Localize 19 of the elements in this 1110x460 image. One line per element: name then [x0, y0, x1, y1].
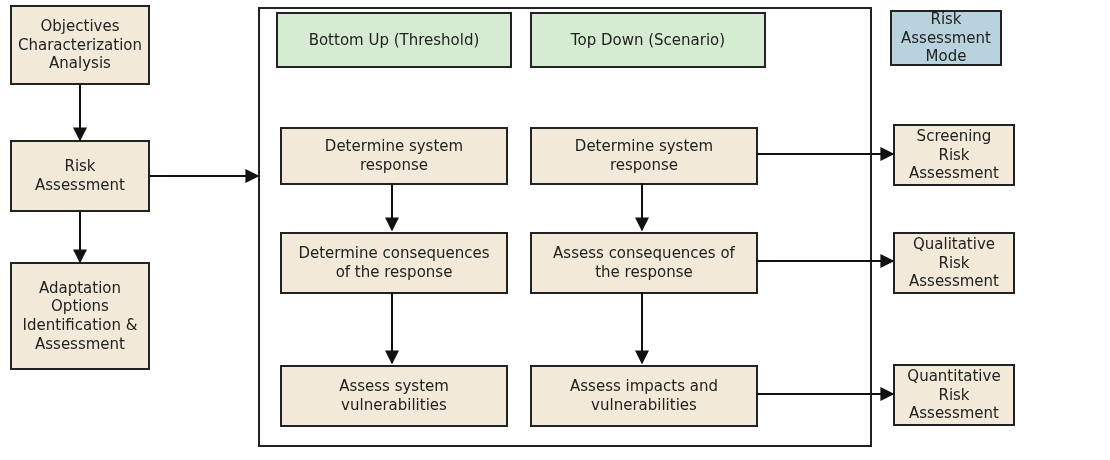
process-box: Determine system response	[530, 127, 758, 185]
process-box: Quantitative Risk Assessment	[893, 364, 1015, 426]
process-box: Assess consequences of the response	[530, 232, 758, 294]
process-box: Assess system vulnerabilities	[280, 365, 508, 427]
header-box: Risk Assessment Mode	[890, 10, 1002, 66]
process-box: Determine consequences of the response	[280, 232, 508, 294]
arrow	[73, 211, 87, 264]
process-box: Determine system response	[280, 127, 508, 185]
arrow	[149, 169, 260, 183]
header-box: Top Down (Scenario)	[530, 12, 766, 68]
process-box: Screening Risk Assessment	[893, 124, 1015, 186]
process-box: Qualitative Risk Assessment	[893, 232, 1015, 294]
process-box: Objectives Characterization Analysis	[10, 5, 150, 85]
arrow	[73, 84, 87, 142]
process-box: Adaptation Options Identification & Assessment	[10, 262, 150, 370]
group-frame	[258, 7, 872, 447]
process-box: Risk Assessment	[10, 140, 150, 212]
process-box: Assess impacts and vulnerabilities	[530, 365, 758, 427]
header-box: Bottom Up (Threshold)	[276, 12, 512, 68]
